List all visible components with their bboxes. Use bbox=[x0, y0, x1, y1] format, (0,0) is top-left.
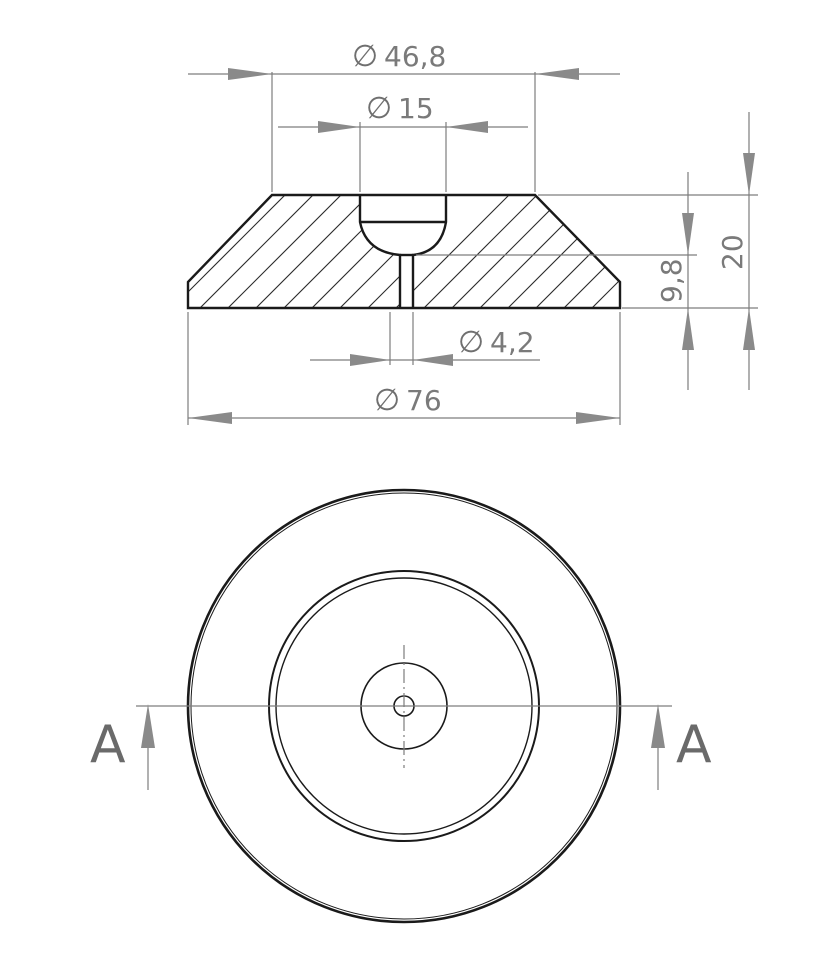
dimension-text-height: 20 bbox=[716, 234, 749, 270]
arrowhead bbox=[743, 153, 755, 195]
arrowhead bbox=[141, 704, 155, 748]
section-view: ∅ 46,8 ∅ 15 ∅ 4,2 bbox=[186, 39, 758, 425]
dimension-base-diameter: ∅ 76 bbox=[187, 312, 621, 425]
dimension-bore-diameter: ∅ 15 bbox=[278, 91, 528, 192]
dimension-bore-depth: 9,8 bbox=[416, 172, 697, 390]
arrowhead bbox=[228, 68, 272, 80]
arrowhead bbox=[535, 68, 579, 80]
dimension-outer-top-diameter: ∅ 46,8 bbox=[188, 39, 620, 192]
dimension-total-height: 20 bbox=[538, 112, 758, 390]
section-outline bbox=[186, 193, 622, 310]
diameter-symbol: ∅ bbox=[366, 91, 392, 126]
dimension-text-bore: 15 bbox=[398, 92, 434, 125]
dimension-text-hole: 4,2 bbox=[490, 326, 535, 359]
section-letter: A bbox=[90, 715, 126, 775]
section-marker-left: A bbox=[90, 704, 155, 790]
top-view: A A bbox=[90, 488, 712, 924]
arrowhead bbox=[350, 354, 390, 366]
dimension-text-depth: 9,8 bbox=[655, 258, 688, 303]
diameter-symbol: ∅ bbox=[458, 325, 484, 360]
dimension-text-outer-top: 46,8 bbox=[384, 40, 446, 73]
diameter-symbol: ∅ bbox=[374, 383, 400, 418]
arrowhead bbox=[682, 213, 694, 255]
diameter-symbol: ∅ bbox=[352, 39, 378, 74]
arrowhead bbox=[682, 308, 694, 350]
arrowhead bbox=[651, 704, 665, 748]
arrowhead bbox=[446, 121, 488, 133]
dimension-hole-diameter: ∅ 4,2 bbox=[310, 312, 540, 366]
arrowhead bbox=[188, 412, 232, 424]
section-letter: A bbox=[676, 715, 712, 775]
arrowhead bbox=[743, 308, 755, 350]
arrowhead bbox=[413, 354, 453, 366]
arrowhead bbox=[318, 121, 360, 133]
section-marker-right: A bbox=[651, 704, 712, 790]
arrowhead bbox=[576, 412, 620, 424]
dimension-text-base: 76 bbox=[406, 384, 442, 417]
